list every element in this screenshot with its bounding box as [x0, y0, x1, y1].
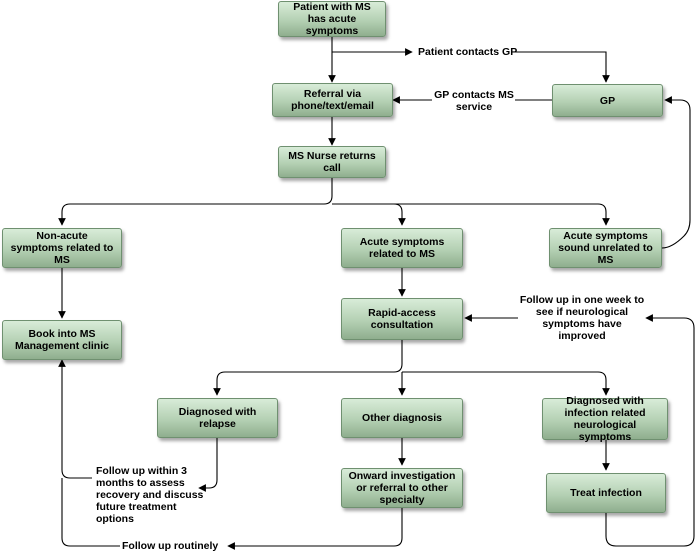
edge-unrelated-to-gp	[661, 96, 691, 249]
label-patient-contacts-gp: Patient contacts GP	[418, 46, 518, 58]
edge-nurse-trunk	[58, 178, 333, 226]
node-book-clinic: Book into MS Management clinic	[2, 320, 122, 360]
node-acute-unrelated: Acute symptoms sound unrelated to MS	[549, 228, 662, 268]
label-gp-contacts-ms: GP contacts MS service	[434, 89, 514, 113]
edge-nurse-to-acute	[332, 203, 406, 226]
node-gp: GP	[552, 84, 663, 117]
edge-rapid-trunk	[213, 340, 403, 396]
node-onward: Onward investigation or referral to othe…	[341, 468, 463, 508]
node-rapid-access: Rapid-access consultation	[341, 298, 463, 340]
node-referral: Referral via phone/text/email	[272, 83, 393, 117]
node-relapse: Diagnosed with relapse	[157, 398, 278, 438]
edge-onward-to-routine	[227, 508, 403, 550]
node-acute: Acute symptoms related to MS	[341, 228, 463, 268]
label-follow-up-routinely: Follow up routinely	[122, 540, 219, 552]
node-nurse-call: MS Nurse returns call	[278, 146, 386, 178]
node-other-diagnosis: Other diagnosis	[341, 398, 463, 438]
node-treat-infection: Treat infection	[546, 473, 666, 513]
node-infection: Diagnosed with infection related neurolo…	[542, 395, 668, 443]
edge-relapse-to-followup	[198, 438, 218, 492]
edge-patient-contacts-gp-continue	[515, 51, 607, 82]
edge-rapid-to-infection	[402, 371, 610, 396]
edge-nurse-to-unrelated	[394, 203, 610, 226]
node-patient-symptoms: Patient with MS has acute symptoms	[278, 1, 386, 37]
edge-treat-to-followup	[605, 314, 695, 547]
edge-routine-to-clinic	[61, 478, 120, 547]
label-follow-up-3-months: Follow up within 3 months to assess reco…	[96, 465, 204, 525]
node-non-acute: Non-acute symptoms related to MS	[2, 228, 122, 268]
edge-followup3-to-clinic	[58, 359, 92, 479]
label-follow-up-week: Follow up in one week to see if neurolog…	[519, 294, 645, 342]
